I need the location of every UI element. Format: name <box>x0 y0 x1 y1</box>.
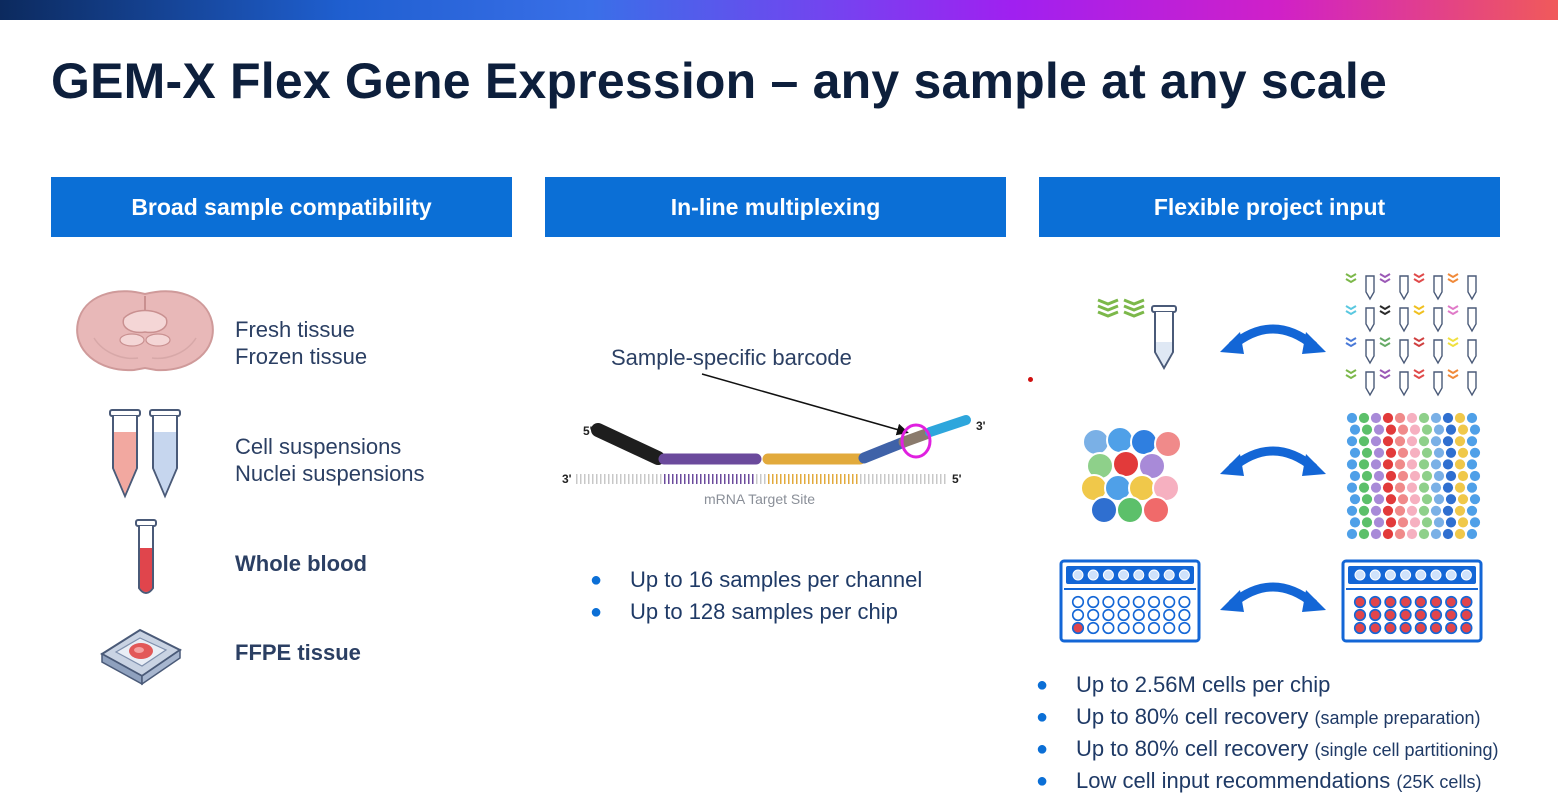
flexible-bullets: ●Up to 2.56M cells per chip ●Up to 80% c… <box>1036 669 1499 797</box>
cell-suspensions-label: Cell suspensions <box>235 434 402 459</box>
brain-section-icon <box>76 290 214 372</box>
list-item: ●Low cell input recommendations (25K cel… <box>1036 765 1499 797</box>
tube-grid-icon <box>1345 273 1477 397</box>
list-item: ●Up to 80% cell recovery (sample prepara… <box>1036 701 1499 733</box>
ffpe-tissue-label: FFPE tissue <box>235 640 361 665</box>
barcode-pointer-arrow <box>701 373 909 436</box>
header-flexible-input: Flexible project input <box>1039 177 1500 237</box>
page-title: GEM-X Flex Gene Expression – any sample … <box>51 53 1387 109</box>
probe-5prime-label: 5' <box>583 424 593 438</box>
bullet-dot-icon: ● <box>1036 770 1049 792</box>
sample-tubes-icon <box>109 409 181 499</box>
probe-diagram <box>576 415 971 484</box>
fresh-tissue-label: Fresh tissue <box>235 317 355 342</box>
chip-icon <box>1059 559 1201 643</box>
list-item: ●Up to 16 samples per channel <box>590 564 922 596</box>
bidirectional-arrow-icon[interactable] <box>1218 576 1328 616</box>
multiplexing-bullets: ●Up to 16 samples per channel ●Up to 128… <box>590 564 922 628</box>
top-gradient-bar <box>0 0 1558 20</box>
list-item: ●Up to 80% cell recovery (single cell pa… <box>1036 733 1499 765</box>
probe-3prime-label: 3' <box>976 419 986 433</box>
header-broad-sample: Broad sample compatibility <box>51 177 512 237</box>
frozen-tissue-label: Frozen tissue <box>235 344 368 369</box>
chip-icon <box>1341 559 1483 643</box>
bullet-dot-icon: ● <box>1036 706 1049 728</box>
bidirectional-arrow-icon[interactable] <box>1218 440 1328 480</box>
bidirectional-arrow-icon[interactable] <box>1218 318 1328 358</box>
barcode-label: Sample-specific barcode <box>611 345 852 370</box>
ffpe-slide-icon <box>100 628 182 686</box>
nuclei-suspensions-label: Nuclei suspensions <box>235 461 425 486</box>
stray-dot <box>1028 377 1033 382</box>
bullet-dot-icon: ● <box>590 569 603 591</box>
suspension-labels: Cell suspensions Nuclei suspensions <box>235 433 425 487</box>
mrna-3prime-label: 3' <box>562 472 572 486</box>
cell-cluster-icon <box>1080 426 1182 524</box>
mrna-target-site-label: mRNA Target Site <box>704 491 816 507</box>
blood-tube-icon <box>135 519 157 594</box>
bullet-dot-icon: ● <box>590 601 603 623</box>
header-inline-multiplexing: In-line multiplexing <box>545 177 1006 237</box>
list-item: ●Up to 2.56M cells per chip <box>1036 669 1499 701</box>
tissue-labels: Fresh tissue Frozen tissue <box>235 316 367 370</box>
bullet-dot-icon: ● <box>1036 738 1049 760</box>
cell-array-icon <box>1345 411 1482 541</box>
bullet-dot-icon: ● <box>1036 674 1049 696</box>
mrna-5prime-label: 5' <box>952 472 962 486</box>
list-item: ●Up to 128 samples per chip <box>590 596 922 628</box>
probe-tube-icon <box>1097 298 1177 371</box>
whole-blood-label: Whole blood <box>235 551 367 576</box>
